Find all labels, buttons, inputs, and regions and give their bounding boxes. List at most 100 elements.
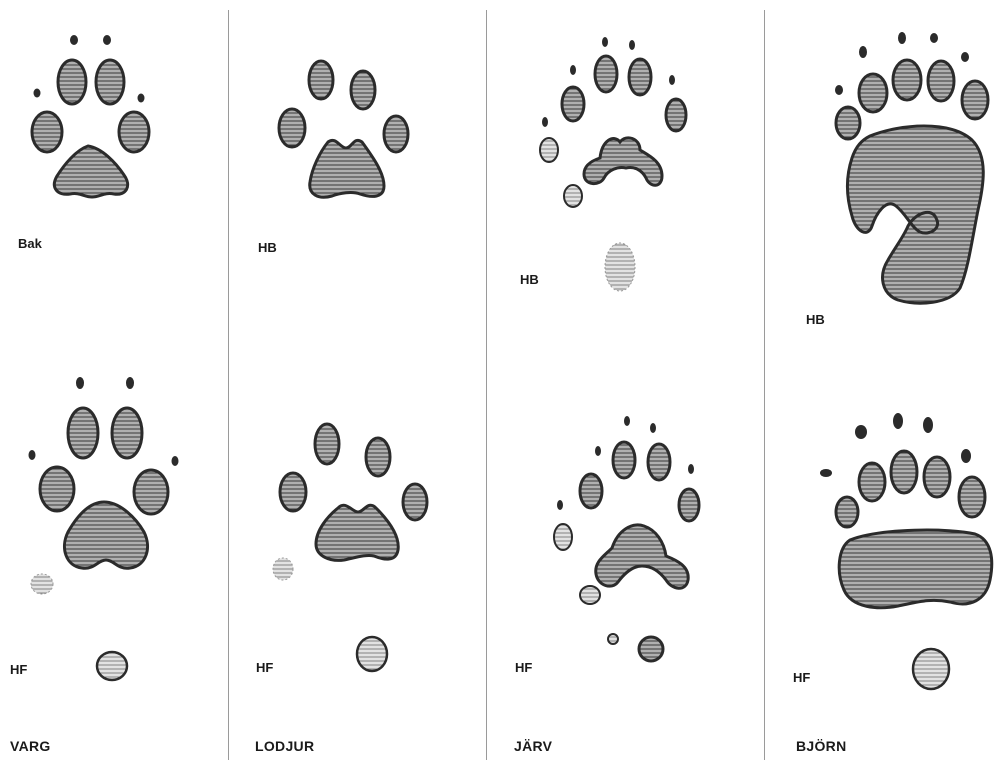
bjorn-front-label: HF [793,670,810,685]
jarv-front-carpal-pad-small [608,634,618,644]
bjorn-front-claw [961,449,971,463]
jarv-front-label: HF [515,660,532,675]
bjorn-front-toe-pad [924,457,950,497]
jarv-front-toe-pad [648,444,670,480]
jarv-front-claw [595,446,601,456]
varg-hind-claw [70,35,78,45]
jarv-species-name: JÄRV [514,738,552,754]
lodjur-hind-toe-pad [279,109,305,147]
jarv-front-claw [557,500,563,510]
varg-front-toe-pad [134,470,168,514]
jarv-hind-heel-pad [605,243,635,291]
bjorn-hind-toe-pad [893,60,921,100]
bjorn-front-toe-pad [836,497,858,527]
bjorn-front-toe-pad [891,451,917,493]
jarv-front-print [554,416,699,661]
varg-front-claw [29,450,36,460]
jarv-hind-claw [602,37,608,47]
jarv-front-toe-pad [613,442,635,478]
varg-front-main-pad [64,502,147,568]
varg-hind-toe-pad [32,112,62,152]
jarv-hind-claw [629,40,635,50]
jarv-front-toe-pad [554,524,572,550]
jarv-hind-toe-pad [666,99,686,131]
varg-hind-toe-pad [119,112,149,152]
bjorn-hind-toe-pad [928,61,954,101]
jarv-hind-toe-pad [629,59,651,95]
lodjur-front-toe-pad [315,424,339,464]
bjorn-front-claw [893,413,903,429]
jarv-front-carpal-pad [639,637,663,661]
varg-hind-claw [34,89,41,98]
bjorn-front-claw [820,469,832,477]
lodjur-front-carpal-pad [357,637,387,671]
jarv-front-dewclaw [580,586,600,604]
jarv-front-claw [624,416,630,426]
lodjur-hind-print [279,61,408,197]
bjorn-front-claw [923,417,933,433]
bjorn-hind-claw [859,46,867,58]
varg-hind-main-pad [54,146,127,197]
jarv-front-toe-pad [580,474,602,508]
jarv-hind-print [540,37,686,291]
varg-hind-toe-pad [58,60,86,104]
bjorn-front-toe-pad [859,463,885,501]
varg-species-name: VARG [10,738,51,754]
bjorn-hind-label: HB [806,312,825,327]
lodjur-front-toe-pad [403,484,427,520]
varg-front-claw [76,377,84,389]
jarv-front-toe-pad [679,489,699,521]
varg-hind-claw [138,94,145,103]
lodjur-front-dewclaw [273,558,293,580]
varg-front-claw [172,456,179,466]
bjorn-hind-toe-pad [836,107,860,139]
jarv-hind-main-pad [584,138,662,185]
bjorn-front-toe-pad [959,477,985,517]
lodjur-hind-toe-pad [351,71,375,109]
lodjur-front-label: HF [256,660,273,675]
lodjur-front-main-pad [316,505,398,560]
varg-front-carpal-pad [97,652,127,680]
varg-front-toe-pad [112,408,142,458]
bjorn-hind-claw [835,85,843,95]
varg-front-toe-pad [68,408,98,458]
jarv-hind-claw [570,65,576,75]
lodjur-hind-toe-pad [309,61,333,99]
bjorn-hind-main-pad [848,126,984,303]
lodjur-species-name: LODJUR [255,738,314,754]
bjorn-front-print [820,413,992,689]
lodjur-hind-toe-pad [384,116,408,152]
varg-hind-toe-pad [96,60,124,104]
lodjur-front-toe-pad [280,473,306,511]
jarv-front-claw [688,464,694,474]
bjorn-front-main-pad [839,530,992,608]
jarv-hind-toe-pad [595,56,617,92]
bjorn-species-name: BJÖRN [796,738,847,754]
lodjur-front-toe-pad [366,438,390,476]
jarv-hind-toe-pad [540,138,558,162]
jarv-front-main-pad [596,525,688,588]
lodjur-hind-label: HB [258,240,277,255]
bjorn-hind-claw [898,32,906,44]
varg-front-claw [126,377,134,389]
jarv-front-claw [650,423,656,433]
bjorn-hind-toe-pad [962,81,988,119]
bjorn-hind-claw [961,52,969,62]
varg-hind-print [32,35,149,197]
jarv-hind-toe-pad [562,87,584,121]
bjorn-front-claw [855,425,867,439]
varg-hind-claw [103,35,111,45]
jarv-hind-dewclaw [564,185,582,207]
lodjur-hind-main-pad [310,140,384,197]
varg-front-toe-pad [40,467,74,511]
bjorn-hind-toe-pad [859,74,887,112]
lodjur-front-print [273,424,427,671]
varg-front-label: HF [10,662,27,677]
bjorn-front-carpal-pad [913,649,949,689]
varg-front-dewclaw [31,574,53,594]
bjorn-hind-print [835,32,988,303]
bjorn-hind-claw [930,33,938,43]
varg-hind-label: Bak [18,236,42,251]
jarv-hind-claw [542,117,548,127]
